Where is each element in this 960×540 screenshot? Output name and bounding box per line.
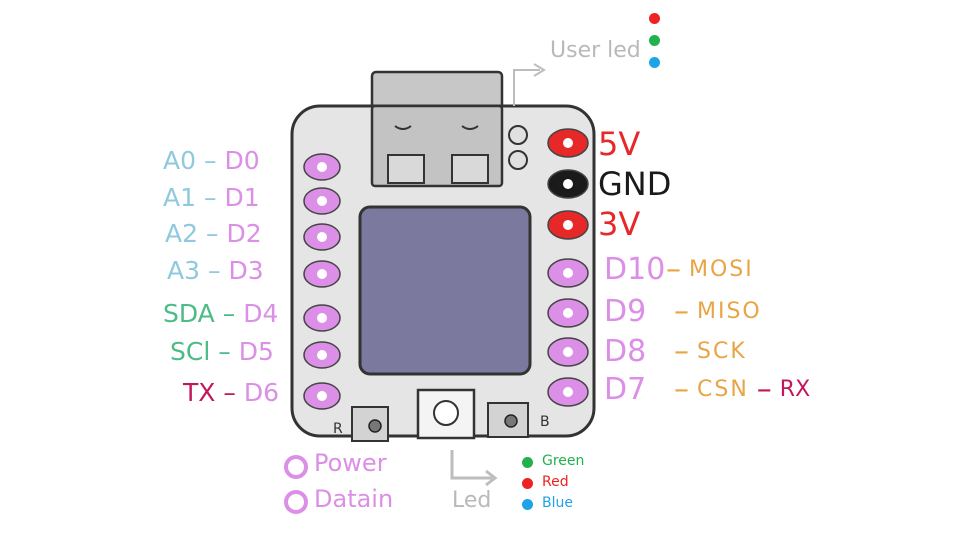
- reset-button[interactable]: [351, 406, 389, 442]
- spi-function-label: SCK: [697, 339, 747, 364]
- boot-button-label: B: [540, 414, 550, 430]
- dash-separator: –: [674, 372, 689, 407]
- dash-separator: –: [222, 299, 236, 328]
- chip-screen: [358, 205, 532, 376]
- pin-alt-label: SDA: [163, 299, 215, 328]
- right-pin-row: D10–MOSI: [604, 252, 754, 287]
- dash-separator: –: [674, 334, 689, 369]
- user-led-label: User led: [550, 38, 641, 63]
- pin-alt-label: A3: [167, 256, 201, 285]
- legend-pad-icon: [284, 455, 308, 479]
- dash-separator: –: [204, 183, 217, 212]
- power-pin-label: 5V: [598, 125, 641, 163]
- dash-separator: –: [223, 378, 236, 407]
- rgb-led-square: [416, 388, 476, 440]
- pin-label: D7: [604, 372, 647, 407]
- led-color-dot: [522, 478, 533, 489]
- spi-function-label: CSN: [697, 377, 749, 402]
- left-pin-row: A3–D3: [167, 256, 264, 285]
- pin-alt-label: TX: [183, 378, 216, 407]
- pin-alt-label: A1: [163, 183, 197, 212]
- led-color-label: Green: [542, 453, 585, 469]
- left-pin-row: SCl–D5: [170, 337, 274, 366]
- right-pin-row: D9–MISO: [604, 294, 762, 329]
- user-led-dot: [649, 35, 660, 46]
- dash-separator: –: [206, 219, 219, 248]
- dash-separator: –: [674, 294, 689, 329]
- legend-label: Datain: [314, 485, 394, 513]
- pin-alt-label: SCl: [170, 337, 211, 366]
- uart-rx-label: RX: [779, 377, 811, 402]
- left-pin-row: A2–D2: [165, 219, 262, 248]
- pin-label: D10: [604, 252, 666, 287]
- led-color-dot: [522, 457, 533, 468]
- user-led-dot: [649, 57, 660, 68]
- pin-label: D6: [243, 378, 280, 407]
- legend-label: Power: [314, 449, 387, 477]
- led-legend-title: Led: [452, 488, 492, 513]
- dash-separator: –: [218, 337, 231, 366]
- spi-function-label: MOSI: [689, 257, 754, 282]
- pin-label: D2: [226, 219, 262, 248]
- dash-separator: –: [666, 252, 681, 287]
- dash-separator: –: [756, 372, 772, 407]
- legend-pad-icon: [284, 490, 308, 514]
- pin-label: D4: [243, 299, 279, 328]
- left-pin-row: SDA–D4: [163, 299, 278, 328]
- user-led-hole-1: [508, 125, 528, 145]
- led-color-dot: [522, 499, 533, 510]
- left-pin-row: A0–D0: [163, 146, 260, 175]
- pin-label: D3: [228, 256, 264, 285]
- user-led-hole-2: [508, 150, 528, 170]
- led-color-label: Blue: [542, 495, 573, 511]
- user-led-dot: [649, 13, 660, 24]
- pin-label: D9: [604, 294, 647, 329]
- pin-label: D8: [604, 334, 647, 369]
- left-pin-row: TX–D6: [183, 378, 279, 407]
- pin-alt-label: A0: [163, 146, 197, 175]
- dash-separator: –: [208, 256, 221, 285]
- pin-label: D5: [238, 337, 274, 366]
- power-pin-label: 3V: [598, 205, 641, 243]
- led-color-label: Red: [542, 474, 569, 490]
- reset-button-label: R: [333, 421, 343, 437]
- pin-alt-label: A2: [165, 219, 199, 248]
- pin-label: D0: [224, 146, 260, 175]
- dash-separator: –: [204, 146, 217, 175]
- left-pin-row: A1–D1: [163, 183, 260, 212]
- right-pin-row: D7–CSN–RX: [604, 372, 810, 407]
- power-pin-label: GND: [598, 165, 672, 203]
- spi-function-label: MISO: [697, 299, 762, 324]
- right-pin-row: D8–SCK: [604, 334, 747, 369]
- pin-label: D1: [224, 183, 260, 212]
